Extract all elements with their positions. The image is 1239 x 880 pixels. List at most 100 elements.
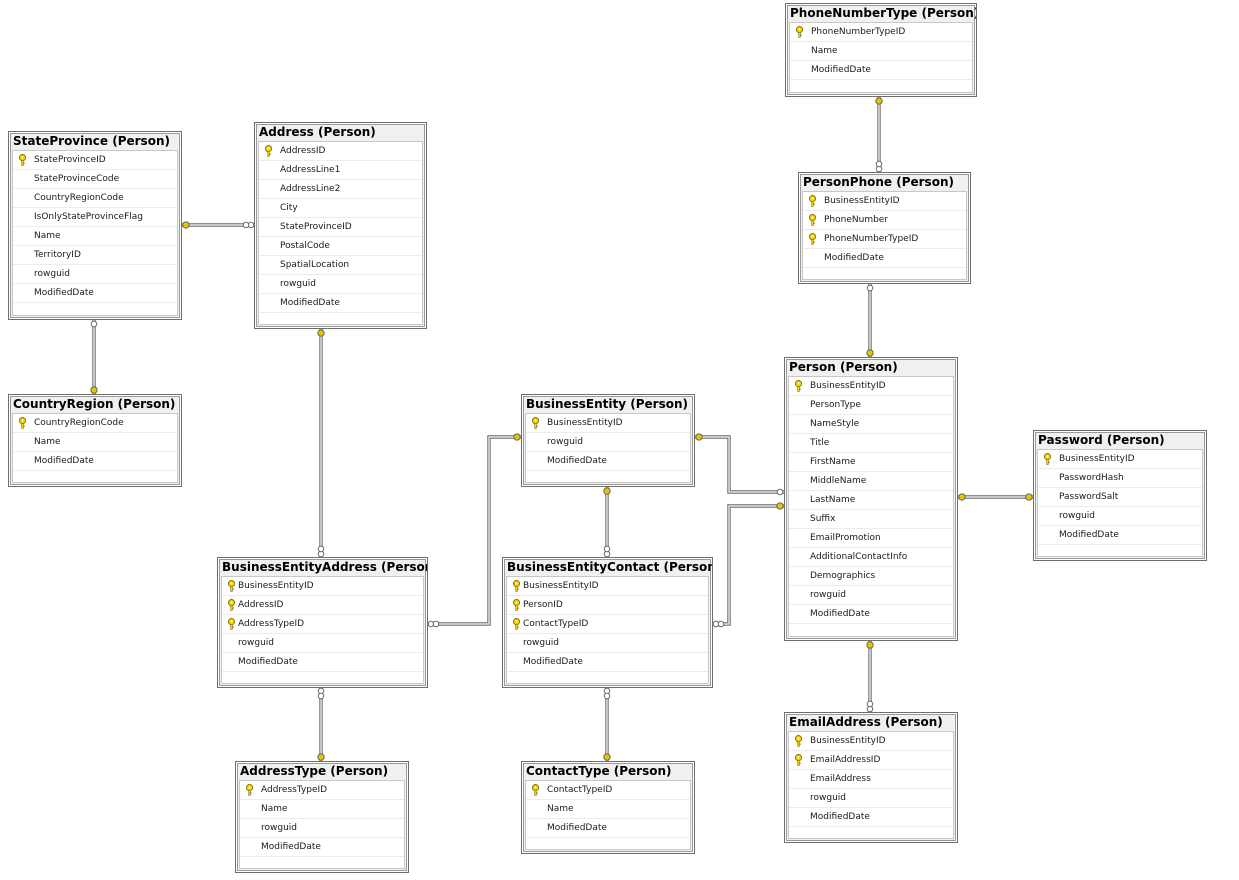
column-row[interactable]: StateProvinceID bbox=[259, 218, 422, 237]
column-row[interactable]: LastName bbox=[789, 491, 953, 510]
column-name: EmailAddress bbox=[810, 774, 871, 784]
column-name: PhoneNumber bbox=[824, 215, 889, 225]
column-row[interactable]: StateProvinceCode bbox=[13, 170, 177, 189]
column-row[interactable]: ModifiedDate bbox=[1038, 526, 1202, 545]
column-row[interactable]: ContactTypeID bbox=[526, 781, 690, 800]
column-row[interactable]: rowguid bbox=[526, 433, 690, 452]
column-row[interactable]: Suffix bbox=[789, 510, 953, 529]
key-end-icon bbox=[317, 329, 325, 337]
column-row[interactable]: AddressID bbox=[222, 596, 423, 615]
column-row[interactable]: EmailAddressID bbox=[789, 751, 953, 770]
table-title: PersonPhone (Person) bbox=[803, 175, 954, 189]
column-row[interactable]: PasswordHash bbox=[1038, 469, 1202, 488]
table-businessentity[interactable]: BusinessEntity (Person) BusinessEntityID… bbox=[521, 394, 695, 487]
column-row[interactable]: Name bbox=[240, 800, 404, 819]
column-row[interactable]: AdditionalContactInfo bbox=[789, 548, 953, 567]
key-icon bbox=[808, 214, 817, 226]
column-row[interactable]: ModifiedDate bbox=[13, 284, 177, 303]
column-row[interactable]: BusinessEntityID bbox=[789, 732, 953, 751]
table-businessentityaddress[interactable]: BusinessEntityAddress (Person) BusinessE… bbox=[217, 557, 428, 688]
column-row[interactable]: AddressTypeID bbox=[240, 781, 404, 800]
column-row[interactable]: ModifiedDate bbox=[803, 249, 966, 268]
column-row[interactable]: PasswordSalt bbox=[1038, 488, 1202, 507]
column-row[interactable]: ModifiedDate bbox=[526, 819, 690, 838]
table-personphone[interactable]: PersonPhone (Person) BusinessEntityID Pho… bbox=[798, 172, 971, 284]
key-icon bbox=[227, 618, 236, 630]
column-row[interactable]: CountryRegionCode bbox=[13, 189, 177, 208]
column-row[interactable]: PhoneNumber bbox=[803, 211, 966, 230]
column-row[interactable]: CountryRegionCode bbox=[13, 414, 177, 433]
column-row[interactable]: Title bbox=[789, 434, 953, 453]
column-row[interactable]: ModifiedDate bbox=[789, 808, 953, 827]
column-row[interactable]: ModifiedDate bbox=[13, 452, 177, 471]
key-icon bbox=[794, 380, 803, 392]
column-row[interactable]: rowguid bbox=[507, 634, 708, 653]
column-row[interactable]: TerritoryID bbox=[13, 246, 177, 265]
column-row[interactable]: ModifiedDate bbox=[790, 61, 972, 80]
column-row[interactable]: ModifiedDate bbox=[259, 294, 422, 313]
column-row[interactable]: City bbox=[259, 199, 422, 218]
column-name: FirstName bbox=[810, 457, 856, 467]
column-row[interactable]: Name bbox=[526, 800, 690, 819]
many-end-icon bbox=[875, 160, 883, 173]
column-row[interactable]: AddressID bbox=[259, 142, 422, 161]
table-phonenumbertype[interactable]: PhoneNumberType (Person) PhoneNumberType… bbox=[785, 3, 977, 97]
column-row[interactable]: SpatialLocation bbox=[259, 256, 422, 275]
key-end-icon bbox=[603, 487, 611, 495]
column-row[interactable]: rowguid bbox=[259, 275, 422, 294]
column-row[interactable]: AddressLine1 bbox=[259, 161, 422, 180]
column-row[interactable]: IsOnlyStateProvinceFlag bbox=[13, 208, 177, 227]
column-row[interactable]: rowguid bbox=[789, 789, 953, 808]
column-row[interactable]: ModifiedDate bbox=[240, 838, 404, 857]
table-title: Password (Person) bbox=[1038, 433, 1165, 447]
column-row[interactable]: BusinessEntityID bbox=[803, 192, 966, 211]
column-row[interactable]: Demographics bbox=[789, 567, 953, 586]
table-businessentitycontact[interactable]: BusinessEntityContact (Person) BusinessE… bbox=[502, 557, 713, 688]
column-name: ModifiedDate bbox=[34, 456, 94, 466]
column-row[interactable]: ModifiedDate bbox=[507, 653, 708, 672]
column-row[interactable]: PostalCode bbox=[259, 237, 422, 256]
column-row[interactable]: ContactTypeID bbox=[507, 615, 708, 634]
table-title: Address (Person) bbox=[259, 125, 376, 139]
column-row[interactable]: EmailPromotion bbox=[789, 529, 953, 548]
column-row[interactable]: PersonID bbox=[507, 596, 708, 615]
column-row[interactable]: NameStyle bbox=[789, 415, 953, 434]
column-row[interactable]: BusinessEntityID bbox=[1038, 450, 1202, 469]
column-row[interactable]: ModifiedDate bbox=[789, 605, 953, 624]
column-row[interactable]: PersonType bbox=[789, 396, 953, 415]
column-row[interactable]: BusinessEntityID bbox=[526, 414, 690, 433]
column-row[interactable]: PhoneNumberTypeID bbox=[790, 23, 972, 42]
column-name: StateProvinceCode bbox=[34, 174, 120, 184]
column-row[interactable]: BusinessEntityID bbox=[789, 377, 953, 396]
table-countryregion[interactable]: CountryRegion (Person) CountryRegionCode… bbox=[8, 394, 182, 487]
column-row[interactable]: MiddleName bbox=[789, 472, 953, 491]
column-row[interactable]: BusinessEntityID bbox=[222, 577, 423, 596]
column-row[interactable]: AddressLine2 bbox=[259, 180, 422, 199]
column-row[interactable]: rowguid bbox=[1038, 507, 1202, 526]
column-row[interactable]: AddressTypeID bbox=[222, 615, 423, 634]
column-row[interactable]: ModifiedDate bbox=[222, 653, 423, 672]
column-row[interactable]: Name bbox=[790, 42, 972, 61]
column-name: rowguid bbox=[523, 638, 559, 648]
column-row[interactable]: Name bbox=[13, 227, 177, 246]
column-name: rowguid bbox=[1059, 511, 1095, 521]
column-row[interactable]: Name bbox=[13, 433, 177, 452]
column-row[interactable]: PhoneNumberTypeID bbox=[803, 230, 966, 249]
column-row[interactable]: EmailAddress bbox=[789, 770, 953, 789]
column-row[interactable]: StateProvinceID bbox=[13, 151, 177, 170]
column-row[interactable]: BusinessEntityID bbox=[507, 577, 708, 596]
column-row[interactable]: ModifiedDate bbox=[526, 452, 690, 471]
column-row[interactable]: rowguid bbox=[240, 819, 404, 838]
column-name: ModifiedDate bbox=[824, 253, 884, 263]
column-row[interactable]: rowguid bbox=[789, 586, 953, 605]
column-row[interactable]: rowguid bbox=[222, 634, 423, 653]
column-row[interactable]: rowguid bbox=[13, 265, 177, 284]
column-row[interactable]: FirstName bbox=[789, 453, 953, 472]
